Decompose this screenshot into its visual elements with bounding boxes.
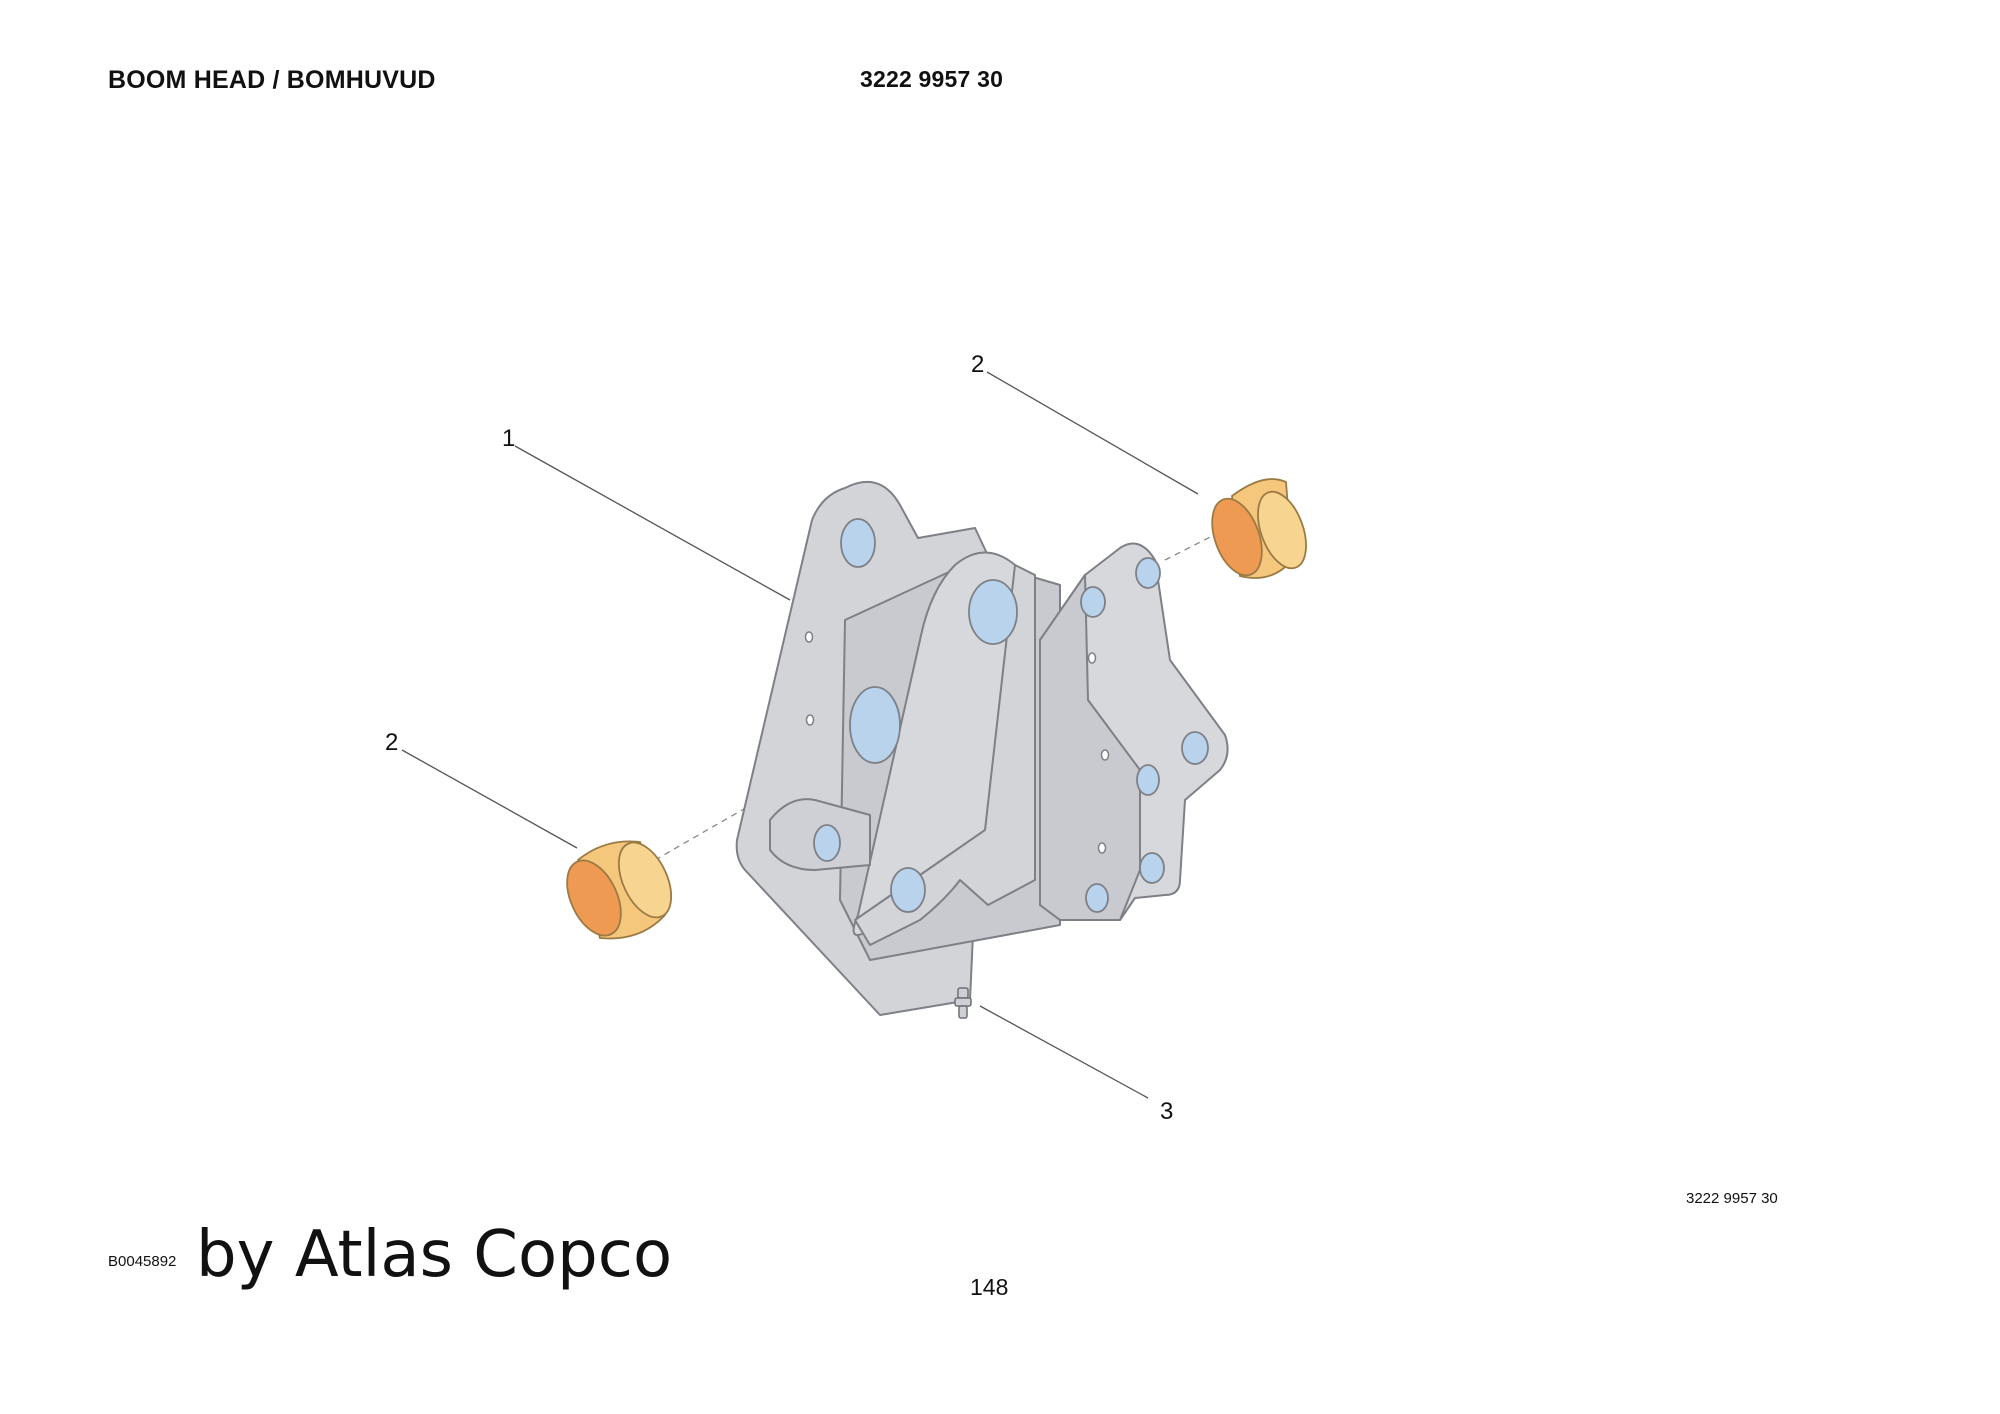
atlas-copco-watermark: by Atlas Copco (196, 1218, 673, 1292)
drawing-id: B0045892 (108, 1253, 177, 1270)
page-number: 148 (970, 1274, 1009, 1300)
bushing-right (1211, 478, 1307, 579)
leader-line-item1 (514, 445, 791, 601)
assembly-line-right-bushing (1164, 532, 1219, 561)
leader-line-item2-right (986, 371, 1199, 495)
callout-item-1: 1 (502, 425, 516, 452)
callout-item-2-right: 2 (971, 351, 985, 378)
callout-item-2-left: 2 (385, 729, 399, 756)
leader-line-item3 (979, 1005, 1149, 1099)
footer-part-number: 3222 9957 30 (1686, 1190, 1778, 1207)
bushing-left (566, 840, 673, 940)
header-part-number: 3222 9957 30 (860, 66, 1004, 92)
page-title: BOOM HEAD / BOMHUVUD (108, 66, 436, 94)
bracket-bores (813, 518, 1209, 913)
grease-nipple (954, 987, 972, 1019)
callout-item-3: 3 (1160, 1098, 1174, 1125)
small-holes (804, 631, 1110, 854)
leader-line-item2-left (401, 749, 578, 849)
